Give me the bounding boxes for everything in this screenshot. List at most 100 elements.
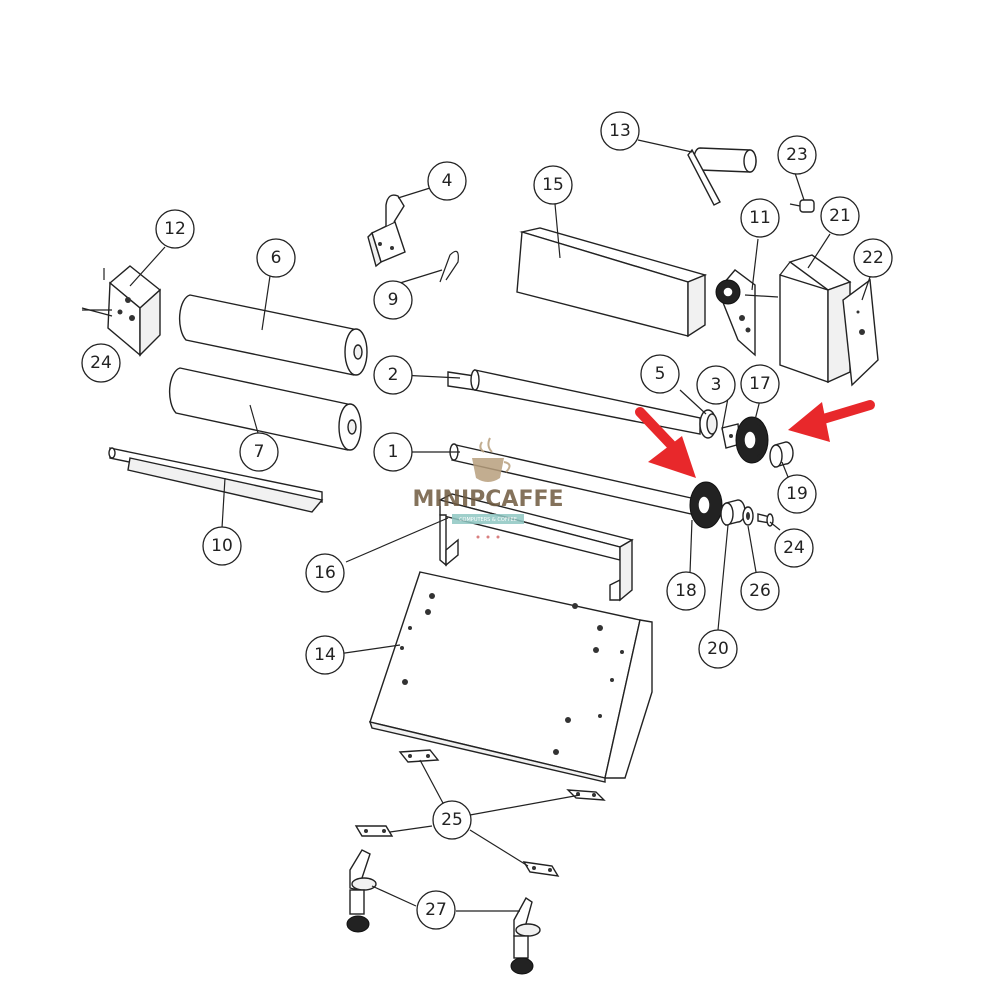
part-18-lower-gear	[689, 481, 723, 529]
base-plate-holes	[400, 593, 624, 755]
callout-20: 20	[698, 629, 738, 669]
callout-circle	[373, 280, 413, 320]
coffee-cup-icon	[472, 437, 511, 482]
callout-9: 9	[373, 280, 413, 320]
callout-5: 5	[640, 354, 680, 394]
watermark-brand: MINIPCAFFE	[412, 487, 563, 512]
callout-circle	[416, 890, 456, 930]
callout-number: 15	[542, 175, 564, 195]
callout-number: 20	[707, 639, 729, 659]
callout-1: 1	[373, 432, 413, 472]
part-10-rail	[108, 447, 324, 513]
callout-circle	[427, 161, 467, 201]
red-arrow-upper-gear	[788, 400, 875, 442]
part-19-bushing	[769, 441, 794, 468]
callout-10: 10	[202, 526, 242, 566]
part-25-foot-plates	[354, 749, 606, 877]
callout-23: 23	[777, 135, 817, 175]
callout-number: 22	[862, 248, 884, 268]
callout-21: 21	[820, 196, 860, 236]
callout-24: 24	[81, 343, 121, 383]
callout-number: 17	[749, 374, 771, 394]
callout-number: 26	[749, 581, 771, 601]
part-20-spacer	[720, 499, 746, 526]
callout-number: 14	[314, 645, 336, 665]
part-11-gear-bracket	[715, 269, 779, 357]
callout-4: 4	[427, 161, 467, 201]
part-7-lower-roller	[168, 367, 362, 451]
callout-number: 6	[271, 248, 282, 268]
watermark-stars-icon	[476, 535, 500, 539]
highlight-arrows	[635, 400, 875, 478]
callout-circle	[820, 196, 860, 236]
part-15-top-cover	[516, 227, 708, 338]
callout-25: 25	[432, 800, 472, 840]
callout-number: 27	[425, 900, 447, 920]
part-22-end-plate	[842, 278, 879, 387]
watermark: MINIPCAFFE COMPUTERS & COFFEE	[412, 437, 564, 539]
callout-number: 23	[786, 145, 808, 165]
callout-circle	[740, 198, 780, 238]
callout-circle	[853, 238, 893, 278]
callout-2: 2	[373, 355, 413, 395]
callout-circle	[202, 526, 242, 566]
watermark-tagline: COMPUTERS & COFFEE	[459, 517, 517, 523]
callout-16: 16	[305, 553, 345, 593]
callout-circle	[373, 432, 413, 472]
part-21-housing	[779, 254, 852, 384]
callout-circle	[305, 635, 345, 675]
callout-circle	[774, 528, 814, 568]
callout-18: 18	[666, 571, 706, 611]
callout-circle	[373, 355, 413, 395]
callout-13: 13	[600, 111, 640, 151]
callout-14: 14	[305, 635, 345, 675]
callout-circle	[305, 553, 345, 593]
callout-number: 24	[783, 538, 805, 558]
callout-circle	[777, 135, 817, 175]
callout-circle	[696, 365, 736, 405]
callout-circle	[740, 571, 780, 611]
callout-number: 9	[388, 290, 399, 310]
callout-number: 7	[254, 442, 265, 462]
part-23-knob	[789, 199, 815, 213]
callout-27: 27	[416, 890, 456, 930]
callout-number: 4	[442, 171, 453, 191]
callout-22: 22	[853, 238, 893, 278]
callout-circle	[256, 238, 296, 278]
callout-15: 15	[533, 165, 573, 205]
callout-number: 2	[388, 365, 399, 385]
part-14-base-plate	[368, 571, 653, 783]
callout-circle	[432, 800, 472, 840]
callout-3: 3	[696, 365, 736, 405]
callout-circle	[640, 354, 680, 394]
callout-circle	[698, 629, 738, 669]
callout-number: 21	[829, 206, 851, 226]
part-24-screw-right	[757, 513, 774, 527]
callout-17: 17	[740, 364, 780, 404]
callout-circle	[81, 343, 121, 383]
callout-circle	[666, 571, 706, 611]
callout-number: 24	[90, 353, 112, 373]
callout-circle	[533, 165, 573, 205]
part-5-cam	[699, 409, 718, 439]
callout-circle	[777, 474, 817, 514]
callout-number: 1	[388, 442, 399, 462]
callout-number: 3	[711, 375, 722, 395]
part-4-microswitch	[367, 194, 406, 268]
callout-circle	[155, 209, 195, 249]
callout-6: 6	[256, 238, 296, 278]
callout-number: 19	[786, 484, 808, 504]
callout-number: 16	[314, 563, 336, 583]
part-13-handle	[687, 147, 757, 206]
part-12-side-bracket	[82, 265, 162, 357]
callout-number: 25	[441, 810, 463, 830]
callout-7: 7	[239, 432, 279, 472]
part-17-upper-gear	[735, 416, 769, 464]
callout-number: 11	[749, 208, 771, 228]
callout-24: 24	[774, 528, 814, 568]
callout-circle	[740, 364, 780, 404]
leader-lines	[129, 139, 871, 912]
callout-circle	[239, 432, 279, 472]
callout-circle	[600, 111, 640, 151]
